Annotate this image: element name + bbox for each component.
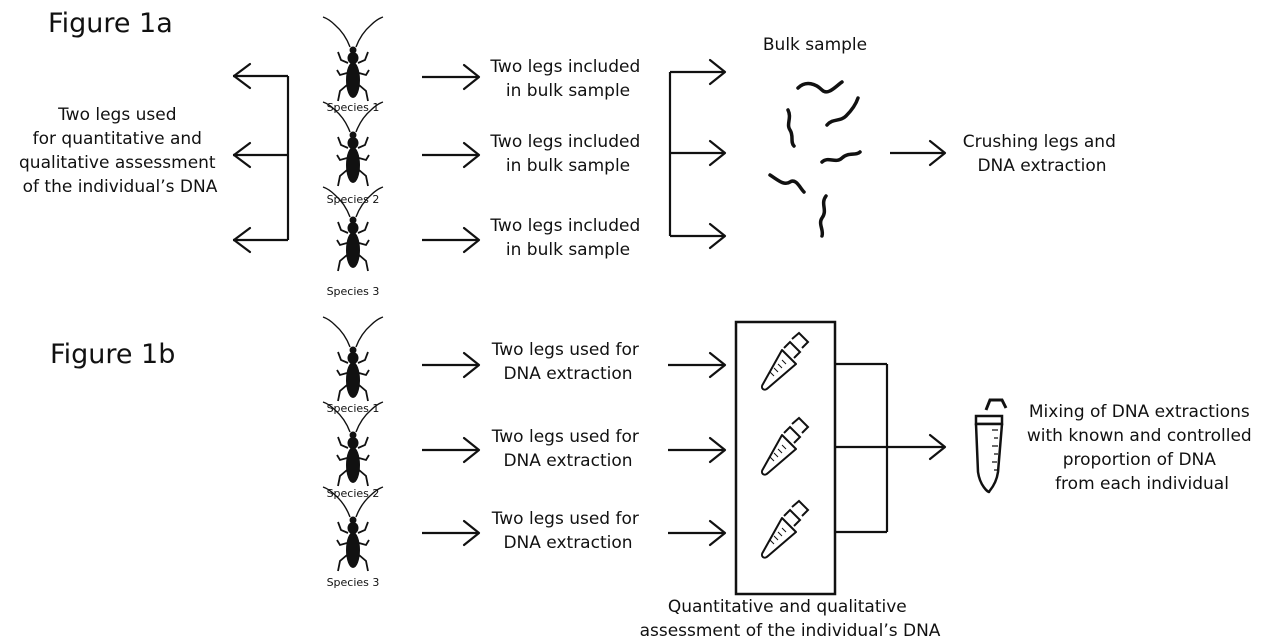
left-text-line: qualitative assessment — [19, 153, 216, 173]
left-bracket — [232, 62, 290, 254]
species-label: Species 3 — [327, 285, 380, 298]
left-assessment-text: Two legs used for quantitative and quali… — [19, 105, 221, 197]
final-text-line: DNA extraction — [977, 156, 1106, 176]
left-text-line: of the individual’s DNA — [23, 177, 218, 197]
final-text-line: with known and controlled — [1027, 426, 1252, 446]
species-label: Species 2 — [327, 193, 380, 206]
final-text-line: Crushing legs and — [963, 132, 1116, 152]
step-text: Two legs used for DNA extraction — [491, 427, 645, 471]
step-text-line: Two legs used for — [491, 340, 639, 360]
final-step-text: Crushing legs and DNA extraction — [963, 132, 1122, 176]
final-text-line: Mixing of DNA extractions — [1029, 402, 1250, 422]
left-text-line: Two legs used — [57, 105, 176, 125]
arrow — [422, 351, 481, 547]
step-text-line: Two legs used for — [491, 509, 639, 529]
step-text-line: Two legs included — [489, 57, 640, 77]
step-text-line: in bulk sample — [506, 156, 630, 176]
step-text-line: DNA extraction — [503, 451, 632, 471]
arrow — [422, 63, 481, 254]
bulk-sample-label: Bulk sample — [763, 35, 867, 55]
final-step-text: Mixing of DNA extractions with known and… — [1027, 402, 1257, 494]
step-text-line: in bulk sample — [506, 240, 630, 260]
step-text-line: Two legs used for — [491, 427, 639, 447]
species-label: Species 3 — [327, 576, 380, 589]
microcentrifuge-tube-icon — [760, 332, 809, 391]
box-caption-line: assessment of the individual’s DNA — [640, 621, 941, 641]
step-text: Two legs included in bulk sample — [489, 57, 645, 101]
step-text: Two legs used for DNA extraction — [491, 340, 645, 384]
step-text-line: DNA extraction — [503, 364, 632, 384]
extraction-box — [734, 320, 837, 596]
left-text-line: for quantitative and — [33, 129, 202, 149]
step-text: Two legs included in bulk sample — [489, 216, 645, 260]
beetle-icon — [322, 16, 384, 102]
arrow — [890, 139, 947, 167]
species-label: Species 2 — [327, 487, 380, 500]
step-text: Two legs used for DNA extraction — [491, 509, 645, 553]
step-text-line: Two legs included — [489, 132, 640, 152]
box-caption: Quantitative and qualitative assessment … — [640, 597, 941, 641]
step-text-line: DNA extraction — [503, 533, 632, 553]
microcentrifuge-tube-icon — [760, 500, 809, 559]
microcentrifuge-tube-icon — [974, 398, 1008, 494]
step-text: Two legs included in bulk sample — [489, 132, 645, 176]
species-label: Species 1 — [327, 101, 380, 114]
final-text-line: from each individual — [1055, 474, 1229, 494]
step-text-line: in bulk sample — [506, 81, 630, 101]
step-text-line: Two legs included — [489, 216, 640, 236]
figure-1b-title: Figure 1b — [50, 339, 175, 370]
leg-fragment-icon — [768, 80, 862, 238]
right-bracket — [668, 58, 727, 250]
final-text-line: proportion of DNA — [1063, 450, 1217, 470]
figure-1a-title: Figure 1a — [48, 8, 173, 39]
beetle-icon — [322, 101, 384, 187]
species-label: Species 1 — [327, 402, 380, 415]
box-caption-line: Quantitative and qualitative — [668, 597, 907, 617]
microcentrifuge-tube-icon — [760, 417, 809, 476]
merge-bracket — [835, 362, 947, 534]
beetle-icon — [322, 316, 384, 402]
arrow — [668, 351, 727, 547]
